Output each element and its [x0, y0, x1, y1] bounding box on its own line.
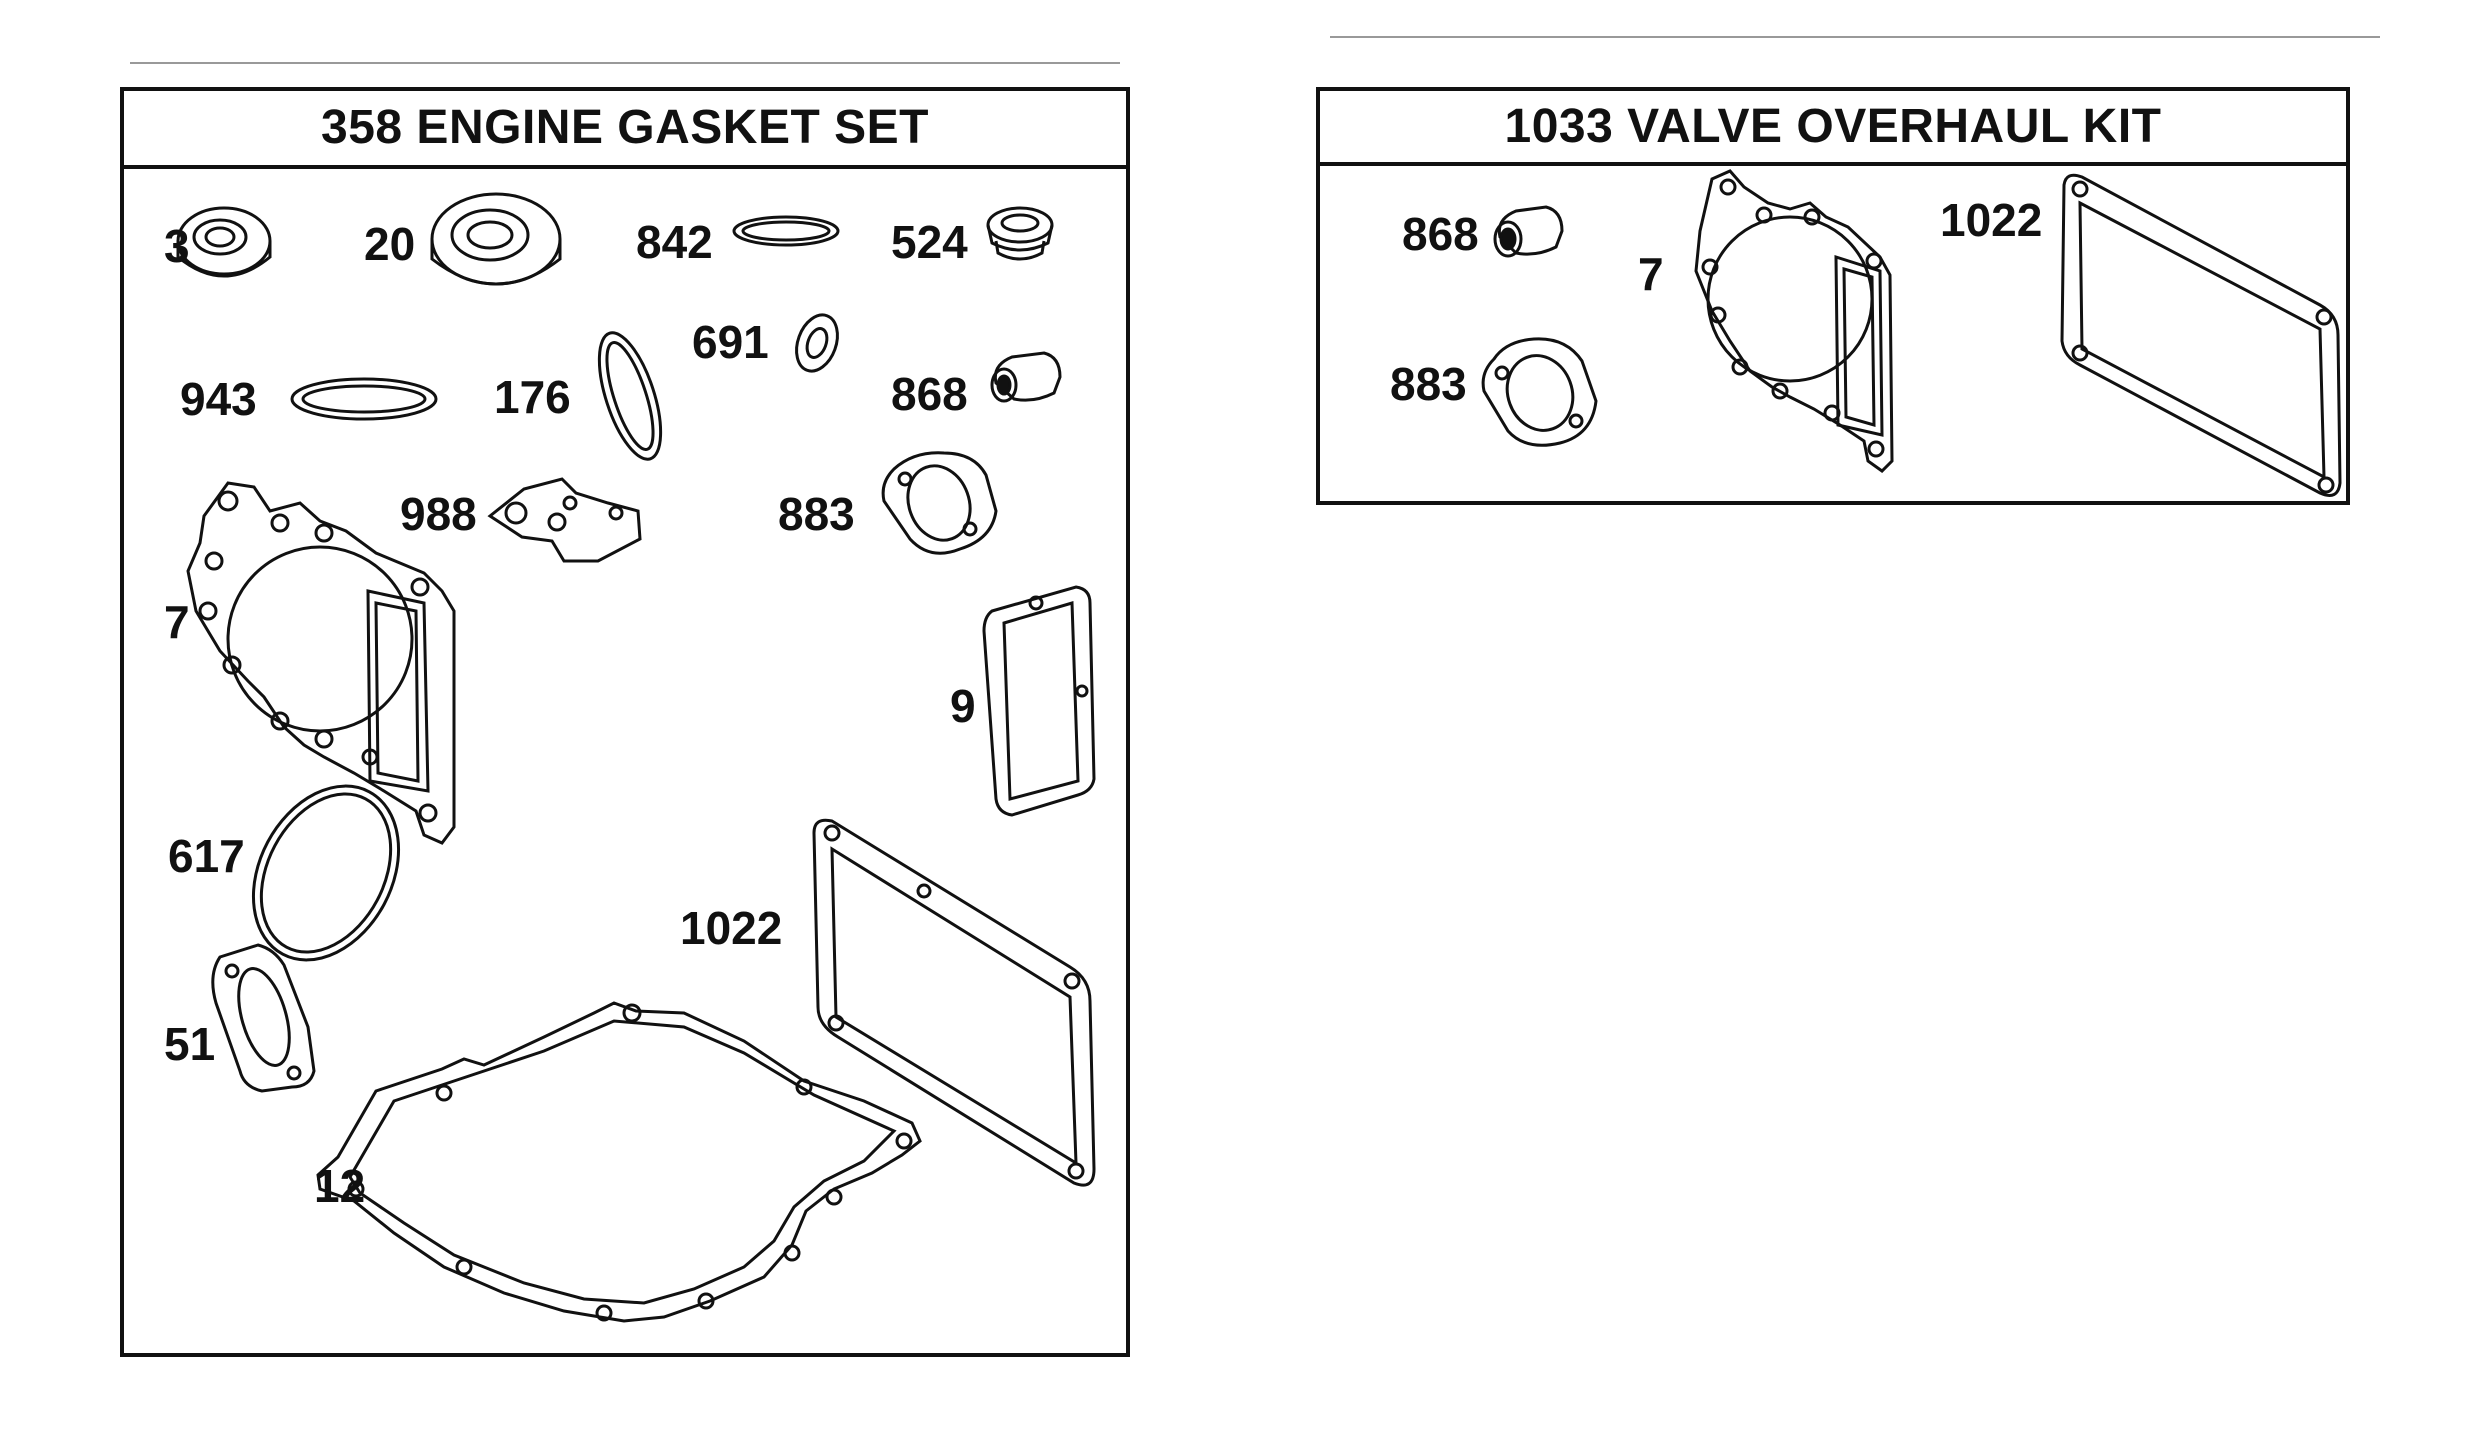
valve-overhaul-kit-title: 1033 VALVE OVERHAUL KIT	[1320, 91, 2346, 166]
part-842-o-ring-icon	[732, 215, 840, 247]
part-883-gasket-icon	[881, 451, 998, 555]
part-number-label: 9	[950, 680, 976, 732]
part-7-head-gasket-icon	[1694, 169, 1894, 473]
part-number-label: 20	[364, 218, 416, 270]
part-number-label: 617	[168, 830, 245, 882]
engine-gasket-set-panel: 358 ENGINE GASKET SET	[120, 87, 1130, 1357]
part-868-valve-seal-icon	[1493, 205, 1564, 258]
part-1022-gasket-icon	[2060, 173, 2342, 497]
part-number-label: 7	[1638, 248, 1664, 300]
part-number-label: 868	[891, 368, 968, 420]
part-number-label: 12	[314, 1160, 366, 1212]
part-number-label: 524	[891, 216, 968, 268]
part-number-label: 883	[778, 488, 855, 540]
part-868-valve-seal-icon	[990, 351, 1062, 403]
part-3-seal-icon	[176, 206, 272, 278]
valve-overhaul-kit-panel: 1033 VALVE OVERHAUL KIT	[1316, 87, 2350, 505]
part-12-crankcase-gasket-icon	[316, 1001, 922, 1323]
valve-overhaul-parts-illustration	[1481, 169, 2342, 497]
part-number-label: 943	[180, 373, 257, 425]
part-7-head-gasket-icon	[186, 481, 456, 845]
engine-gasket-set-title: 358 ENGINE GASKET SET	[124, 91, 1126, 169]
part-number-label: 842	[636, 216, 713, 268]
part-883-gasket-icon	[1481, 337, 1598, 447]
part-51-gasket-icon	[211, 943, 316, 1093]
part-number-label: 3	[164, 220, 190, 272]
part-524-grommet-icon	[986, 206, 1054, 261]
part-number-label: 7	[164, 596, 190, 648]
part-number-label: 883	[1390, 358, 1467, 410]
part-number-label: 868	[1402, 208, 1479, 260]
part-9-cover-gasket-icon	[982, 585, 1096, 817]
part-176-ring-icon	[597, 331, 663, 461]
part-691-seal-icon	[795, 313, 839, 373]
part-number-label: 176	[494, 371, 571, 423]
part-number-label: 51	[164, 1018, 216, 1070]
part-617-o-ring-icon	[251, 784, 401, 962]
part-number-label: 988	[400, 488, 477, 540]
part-943-ring-icon	[290, 377, 438, 421]
engine-gasket-parts-illustration	[176, 192, 1096, 1323]
part-number-label: 1022	[1940, 194, 2043, 246]
scan-edge-line	[1330, 36, 2380, 38]
scan-edge-line	[130, 62, 1120, 64]
part-number-label: 1022	[680, 902, 783, 954]
part-988-gasket-icon	[487, 477, 642, 563]
part-1022-gasket-icon	[812, 818, 1096, 1187]
part-20-seal-icon	[430, 192, 562, 286]
part-number-label: 691	[692, 316, 769, 368]
